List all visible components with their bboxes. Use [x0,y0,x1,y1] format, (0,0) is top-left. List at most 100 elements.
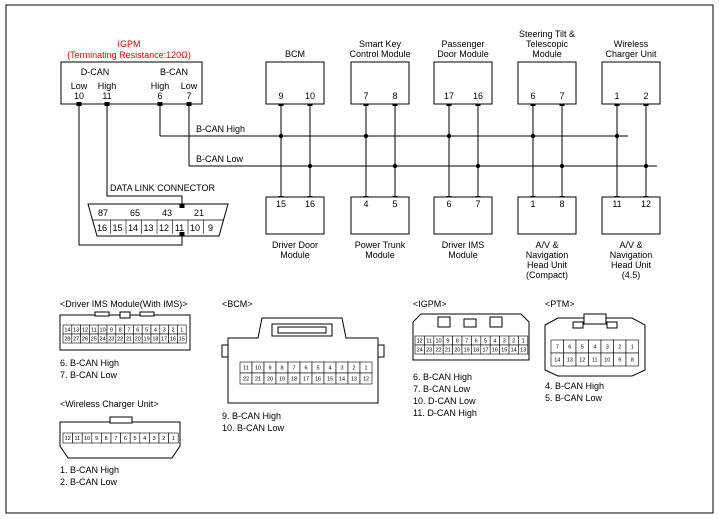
junction-dot [363,133,369,139]
module-name: Steering Tilt & [519,29,575,39]
bus-wiring: B-CAN High B-CAN Low [78,106,657,246]
module-name: Wireless [614,39,649,49]
igpm-pin-side: High [151,81,170,91]
module-name: Navigation [610,250,653,260]
av-nav-compact-module: 1 8 A/V & Navigation Head Unit (Compact) [517,196,577,280]
connector-pin-number: 4 [328,366,331,372]
connector-pin-desc: 6. B-CAN High [60,358,119,368]
module-name: Charger Unit [605,49,657,59]
igpm-pin-number: 10 [74,91,84,101]
connector-pin-desc: 6. B-CAN High [413,372,472,382]
connector-pin-number: 7 [465,339,468,345]
junction-dot [475,163,481,169]
connector-pin-number: 26 [82,337,88,343]
module-drop-wires [278,102,649,200]
connector-pin-number: 3 [340,366,343,372]
connector-key [572,321,584,329]
connector-pin-number: 15 [501,348,507,354]
connector-pin-number: 12 [417,339,423,345]
av-nav-45-module: 11 12 A/V & Navigation Head Unit (4.5) [601,196,661,280]
module-name: Passenger [441,39,484,49]
connector-pin-number: 13 [73,328,79,334]
connector-pin-number: 1 [631,345,634,351]
connector-pin-number: 3 [606,345,609,351]
connector-pin-number: 5 [145,328,148,334]
connector-pin-number: 21 [126,337,132,343]
connector-pin-desc: 2. B-CAN Low [60,477,118,487]
bcm-module: BCM 9 10 [265,49,325,105]
module-name: (4.5) [622,270,641,280]
junction-dot [643,163,649,169]
connector-pin-number: 15 [179,337,185,343]
module-name: Module [365,250,395,260]
connector-pin-number: 16 [492,348,498,354]
junction-dot [530,133,536,139]
dlc-pin-number: 16 [97,223,107,233]
connector-pin-number: 6 [124,436,127,442]
connector-pin-number: 5 [484,339,487,345]
connector-pin-desc: 10. D-CAN Low [413,396,476,406]
connector-pin-number: 13 [567,358,573,364]
module-name: Module [532,49,562,59]
connector-pin-number: 12 [82,328,88,334]
igpm-pin-side: Low [71,81,88,91]
connector-pin-number: 1 [180,328,183,334]
module-pin: 1 [614,91,619,101]
module-name: Driver IMS [442,240,485,250]
igpm-dcan-label: D-CAN [81,67,110,77]
connector-pin-number: 17 [482,348,488,354]
connector-pin-number: 5 [316,366,319,372]
dlc-title: DATA LINK CONNECTOR [110,183,216,193]
module-name: Module [280,250,310,260]
connector-pin-number: 18 [152,337,158,343]
connector-rib [377,344,385,358]
connector-pin-number: 2 [512,339,515,345]
connector-pin-number: 1 [364,366,367,372]
connector-pin-number: 12 [363,377,369,383]
connector-latch [489,316,503,328]
connector-pin-number: 5 [581,345,584,351]
bcan-low-label: B-CAN Low [196,154,244,164]
connector-pin-number: 3 [153,436,156,442]
diagram-frame [5,4,714,514]
junction-dot [614,133,620,139]
dlc-terminal [179,232,185,236]
junction-dot [392,163,398,169]
dlc-pin-number: 13 [143,223,153,233]
connector-pin-number: 9 [110,328,113,334]
module-name: Head Unit [527,260,568,270]
connector-pin-number: 8 [280,366,283,372]
igpm-bcan-label: B-CAN [160,67,188,77]
connector-pin-number: 27 [73,337,79,343]
module-pin: 12 [641,199,651,209]
junction-dot [278,133,284,139]
connector-pin-number: 15 [327,377,333,383]
connector-pin-number: 8 [631,358,634,364]
module-name: Navigation [526,250,569,260]
connector-pin-number: 12 [579,358,585,364]
junction-dot [559,163,565,169]
connector-pin-number: 20 [454,348,460,354]
connector-pin-number: 14 [339,377,345,383]
module-pin: 5 [392,199,397,209]
connector-pin-number: 11 [243,366,249,372]
connector-pin-number: 8 [105,436,108,442]
connector-latch [94,311,110,317]
bottom-modules: 15 16 Driver Door Module 4 5 Power Trunk… [265,196,661,280]
module-pin: 10 [305,91,315,101]
connector-pin-number: 11 [592,358,598,364]
connector-pin-number: 11 [75,436,81,442]
connector-pin-number: 2 [352,366,355,372]
connector-pin-number: 2 [171,328,174,334]
dlc-pin-number: 9 [208,223,213,233]
connector-pin-number: 1 [172,436,175,442]
module-name: BCM [285,49,305,59]
connector-pin-number: 24 [100,337,106,343]
igpm-pin-number: 6 [157,91,162,101]
